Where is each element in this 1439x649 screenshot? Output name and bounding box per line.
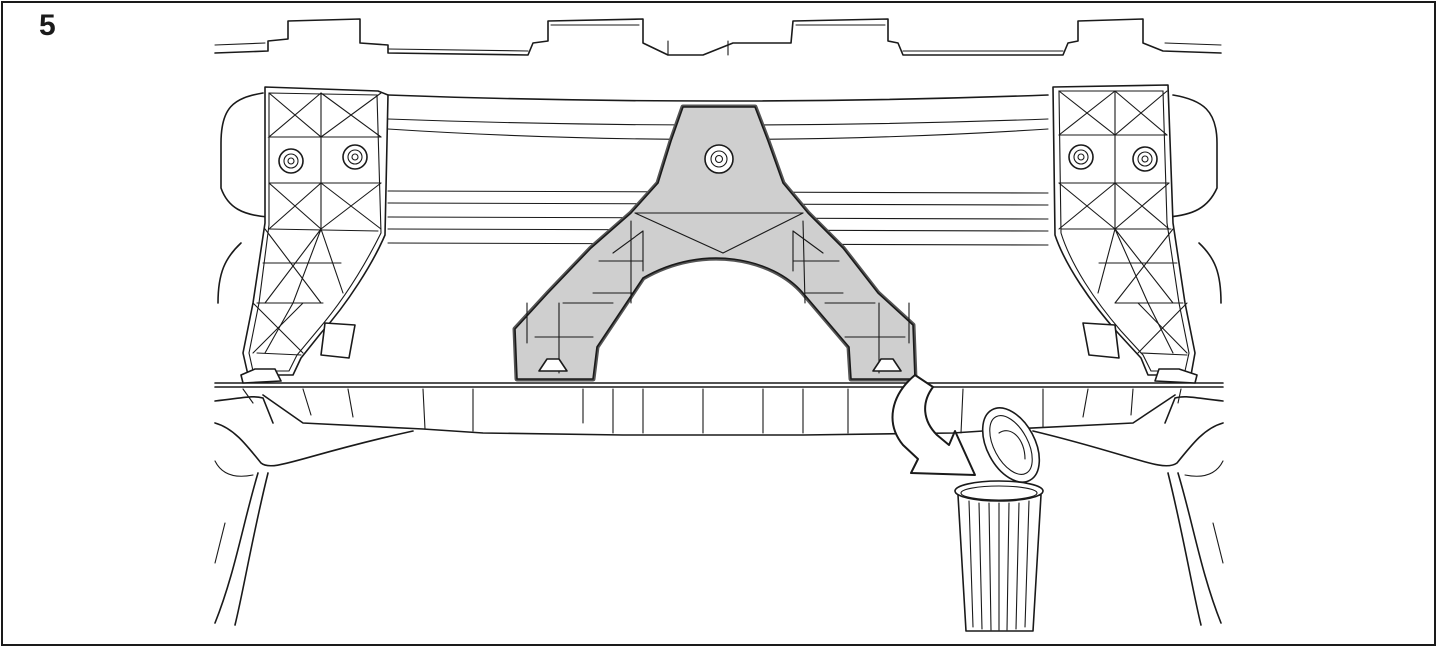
top-rail: [214, 18, 1222, 56]
seat-frame: [214, 388, 1224, 626]
removable-packaging-piece: [512, 104, 918, 382]
step-number: 5: [39, 9, 56, 42]
left-bracket: [240, 86, 389, 384]
assembly-illustration: [214, 18, 1224, 632]
right-bracket: [1052, 84, 1198, 384]
discard-arrow-icon: [891, 374, 976, 476]
trash-bin-icon: [954, 407, 1044, 632]
